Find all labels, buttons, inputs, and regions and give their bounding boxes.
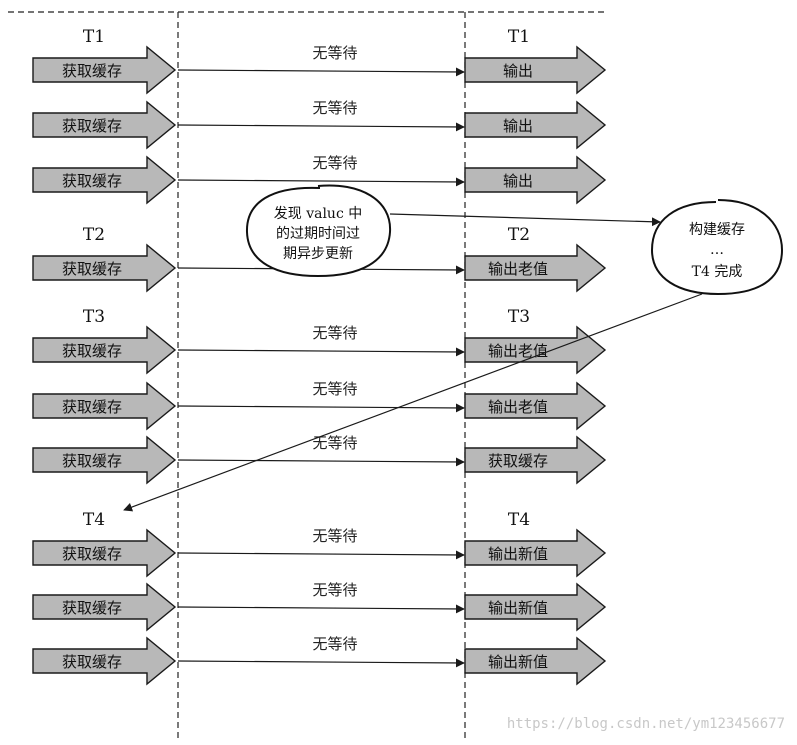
get-cache-arrow — [32, 45, 177, 95]
no-wait-connector — [177, 122, 465, 132]
no-wait-connector — [177, 347, 465, 357]
output-arrow — [464, 435, 607, 485]
rebuild-note-line-3: T4 完成 — [692, 264, 743, 280]
get-cache-label: 获取缓存 — [62, 342, 122, 360]
no-wait-connector — [177, 457, 465, 467]
flow-row: 获取缓存 输出新值 无等待 — [32, 581, 607, 632]
output-label: 输出老值 — [488, 260, 548, 278]
get-cache-arrow — [32, 243, 177, 293]
expired-note-line-3: 期异步更新 — [283, 246, 353, 262]
get-cache-arrow — [32, 435, 177, 485]
output-arrow — [464, 325, 607, 375]
output-arrow — [464, 243, 607, 293]
get-cache-arrow — [32, 381, 177, 431]
right-thread-label: T3 — [508, 307, 530, 327]
right-thread-label: T1 — [508, 27, 530, 47]
rebuild-note: 构建缓存 … T4 完成 — [650, 199, 784, 296]
get-cache-arrow — [32, 636, 177, 686]
get-cache-label: 获取缓存 — [62, 398, 122, 416]
output-arrow — [464, 582, 607, 632]
left-thread-label: T3 — [83, 307, 105, 327]
get-cache-label: 获取缓存 — [62, 172, 122, 190]
get-cache-arrow — [32, 325, 177, 375]
expired-note-circle — [245, 184, 392, 278]
rebuild-note-circle — [650, 199, 784, 296]
no-wait-label: 无等待 — [312, 324, 357, 342]
get-cache-label: 获取缓存 — [62, 62, 122, 80]
output-label: 输出新值 — [488, 545, 548, 563]
no-wait-label: 无等待 — [312, 434, 357, 452]
output-arrow — [464, 528, 607, 578]
get-cache-label: 获取缓存 — [62, 599, 122, 617]
no-wait-label: 无等待 — [312, 527, 357, 545]
get-cache-arrow — [32, 100, 177, 150]
flow-row: 获取缓存 输出老值 无等待 T3 T3 — [32, 307, 607, 375]
get-cache-arrow — [32, 155, 177, 205]
no-wait-label: 无等待 — [312, 380, 357, 398]
get-cache-label: 获取缓存 — [62, 545, 122, 563]
flow-row: 获取缓存 输出 无等待 — [32, 154, 607, 205]
no-wait-connector — [177, 658, 465, 668]
output-arrow — [464, 155, 607, 205]
output-label: 输出 — [503, 117, 533, 135]
output-label: 输出新值 — [488, 599, 548, 617]
right-thread-label: T2 — [508, 225, 530, 245]
output-label: 输出 — [503, 172, 533, 190]
flow-row: 获取缓存 输出老值 T2 T2 — [32, 225, 607, 293]
no-wait-label: 无等待 — [312, 99, 357, 117]
get-cache-label: 获取缓存 — [62, 653, 122, 671]
flow-row: 获取缓存 获取缓存 无等待 — [32, 434, 607, 485]
left-thread-label: T4 — [83, 510, 105, 530]
get-cache-label: 获取缓存 — [62, 452, 122, 470]
expired-note-line-2: 的过期时间过 — [276, 226, 360, 242]
get-cache-arrow — [32, 582, 177, 632]
output-arrow — [464, 45, 607, 95]
expired-to-rebuild-arrow — [389, 213, 661, 227]
output-label: 输出老值 — [488, 342, 548, 360]
output-label: 输出老值 — [488, 398, 548, 416]
right-thread-label: T4 — [508, 510, 530, 530]
no-wait-label: 无等待 — [312, 581, 357, 599]
output-arrow — [464, 636, 607, 686]
output-label: 输出 — [503, 62, 533, 80]
no-wait-connector — [177, 67, 465, 77]
rebuild-to-t4-arrow — [123, 293, 703, 512]
output-arrow — [464, 381, 607, 431]
flow-row: 获取缓存 输出老值 无等待 — [32, 380, 607, 431]
get-cache-arrow — [32, 528, 177, 578]
no-wait-label: 无等待 — [312, 154, 357, 172]
left-thread-label: T1 — [83, 27, 105, 47]
no-wait-label: 无等待 — [312, 44, 357, 62]
no-wait-connector — [177, 604, 465, 614]
flow-row: 获取缓存 输出新值 无等待 — [32, 635, 607, 686]
output-arrow — [464, 100, 607, 150]
get-cache-label: 获取缓存 — [62, 117, 122, 135]
rebuild-note-line-2: … — [710, 242, 724, 258]
watermark: https://blog.csdn.net/ym123456677 — [507, 716, 785, 732]
flow-row: 获取缓存 输出 无等待 T1 T1 — [32, 27, 607, 95]
no-wait-connector — [177, 403, 465, 413]
rebuild-note-line-1: 构建缓存 — [689, 222, 745, 238]
expired-note-line-1: 发现 valuc 中 — [274, 206, 363, 222]
expired-note: 发现 valuc 中 的过期时间过 期异步更新 — [245, 184, 392, 278]
no-wait-connector — [177, 550, 465, 560]
no-wait-label: 无等待 — [312, 635, 357, 653]
output-label: 获取缓存 — [488, 452, 548, 470]
flow-row: 获取缓存 输出 无等待 — [32, 99, 607, 150]
left-thread-label: T2 — [83, 225, 105, 245]
output-label: 输出新值 — [488, 653, 548, 671]
no-wait-connector — [177, 177, 465, 187]
get-cache-label: 获取缓存 — [62, 260, 122, 278]
flow-row: 获取缓存 输出新值 无等待 T4 T4 — [32, 510, 607, 578]
